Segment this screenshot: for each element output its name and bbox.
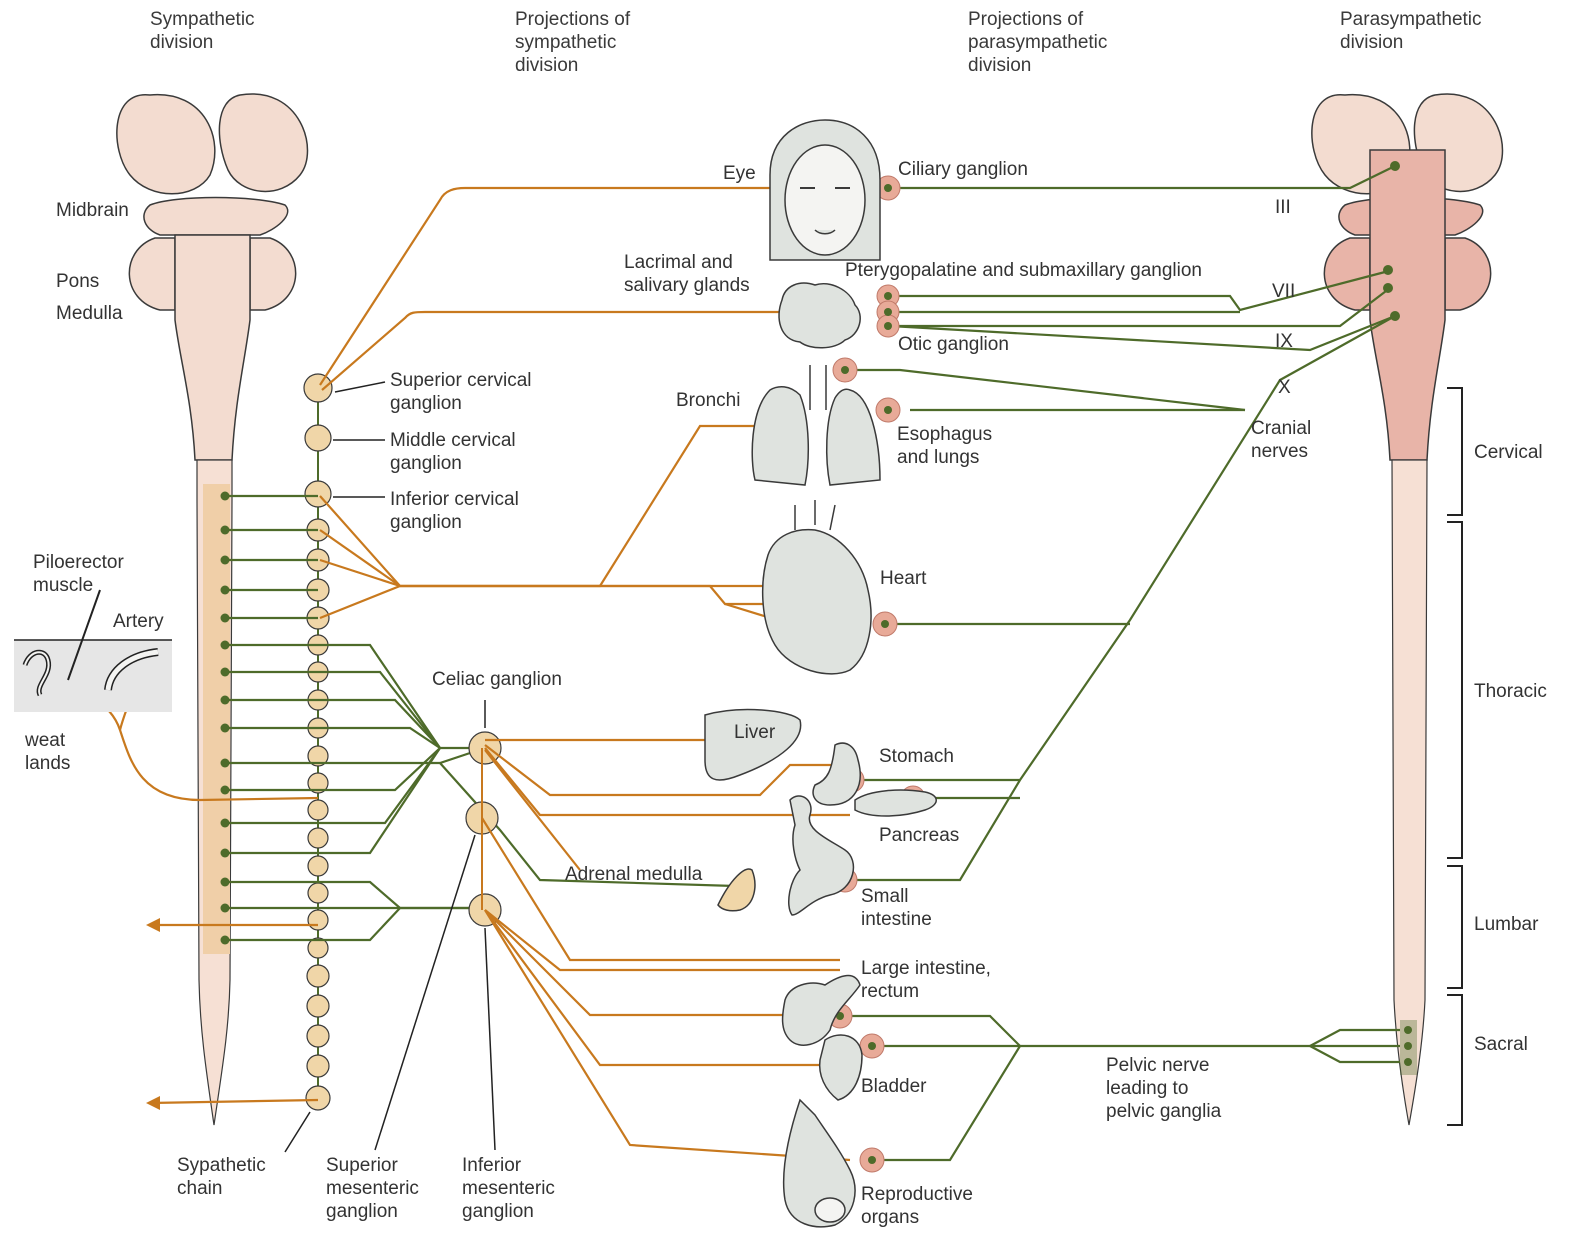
label-otic-ganglion: Otic ganglion bbox=[898, 333, 1009, 356]
organ-adrenal bbox=[718, 869, 755, 911]
label-sacral: Sacral bbox=[1474, 1033, 1528, 1056]
label-bladder: Bladder bbox=[861, 1075, 927, 1098]
label-bronchi: Bronchi bbox=[676, 389, 740, 412]
label-reproductive-organs: Reproductive organs bbox=[861, 1183, 973, 1229]
parasympathetic-spinal-cord bbox=[1392, 460, 1427, 1125]
spinal-region-brackets bbox=[1447, 388, 1462, 1125]
label-nerve-III: III bbox=[1275, 196, 1291, 219]
label-pons: Pons bbox=[56, 270, 99, 293]
label-superior-cervical-ganglion: Superior cervical ganglion bbox=[390, 369, 532, 415]
label-pterygopalatine-ganglion: Pterygopalatine and submaxillary ganglio… bbox=[845, 259, 1202, 282]
label-nerve-VII: VII bbox=[1272, 280, 1295, 303]
header-sympathetic-division: Sympathetic division bbox=[150, 8, 255, 54]
label-cervical: Cervical bbox=[1474, 441, 1543, 464]
header-parasympathetic-division: Parasympathetic division bbox=[1340, 8, 1482, 54]
label-artery: Artery bbox=[113, 610, 164, 633]
label-piloerector-muscle: Piloerector muscle bbox=[33, 551, 124, 597]
parasympathetic-brain bbox=[1312, 94, 1503, 460]
label-sweat-glands: weat lands bbox=[25, 729, 70, 775]
label-large-intestine: Large intestine, rectum bbox=[861, 957, 991, 1003]
sympathetic-chain bbox=[304, 374, 332, 1110]
label-inferior-mesenteric-ganglion: Inferior mesenteric ganglion bbox=[462, 1154, 555, 1223]
skin-inset bbox=[14, 590, 172, 712]
label-nerve-IX: IX bbox=[1275, 330, 1293, 353]
label-esophagus-lungs: Esophagus and lungs bbox=[897, 423, 992, 469]
label-celiac-ganglion: Celiac ganglion bbox=[432, 668, 562, 691]
organ-lungs bbox=[752, 365, 880, 485]
label-adrenal-medulla: Adrenal medulla bbox=[565, 863, 702, 886]
organ-heart bbox=[763, 500, 871, 674]
organ-glands bbox=[779, 283, 860, 348]
label-superior-mesenteric-ganglion: Superior mesenteric ganglion bbox=[326, 1154, 419, 1223]
organ-small-intestine bbox=[789, 796, 854, 915]
label-middle-cervical-ganglion: Middle cervical ganglion bbox=[390, 429, 516, 475]
label-small-intestine: Small intestine bbox=[861, 885, 932, 931]
parasympathetic-fibers bbox=[845, 166, 1400, 1160]
label-midbrain: Midbrain bbox=[56, 199, 129, 222]
label-thoracic: Thoracic bbox=[1474, 680, 1547, 703]
organ-reproductive bbox=[784, 1100, 855, 1227]
header-projections-parasympathetic: Projections of parasympathetic division bbox=[968, 8, 1107, 77]
label-medulla: Medulla bbox=[56, 302, 123, 325]
label-heart: Heart bbox=[880, 567, 926, 590]
label-lacrimal-salivary: Lacrimal and salivary glands bbox=[624, 251, 750, 297]
organ-stomach bbox=[813, 743, 860, 805]
label-inferior-cervical-ganglion: Inferior cervical ganglion bbox=[390, 488, 519, 534]
label-pelvic-nerve: Pelvic nerve leading to pelvic ganglia bbox=[1106, 1054, 1221, 1123]
label-nerve-X: X bbox=[1278, 376, 1291, 399]
label-pancreas: Pancreas bbox=[879, 824, 959, 847]
label-sympathetic-chain: Sypathetic chain bbox=[177, 1154, 266, 1200]
label-stomach: Stomach bbox=[879, 745, 954, 768]
label-ciliary-ganglion: Ciliary ganglion bbox=[898, 158, 1028, 181]
label-liver: Liver bbox=[734, 721, 775, 744]
sympathetic-arrows bbox=[146, 918, 160, 1110]
organ-bladder bbox=[820, 1035, 862, 1100]
label-lumbar: Lumbar bbox=[1474, 913, 1538, 936]
organ-pancreas bbox=[855, 790, 936, 816]
sympathetic-brain bbox=[117, 94, 308, 460]
header-projections-sympathetic: Projections of sympathetic division bbox=[515, 8, 630, 77]
organ-eye-face bbox=[770, 120, 880, 260]
label-cranial-nerves: Cranial nerves bbox=[1251, 417, 1311, 463]
label-eye: Eye bbox=[723, 162, 756, 185]
